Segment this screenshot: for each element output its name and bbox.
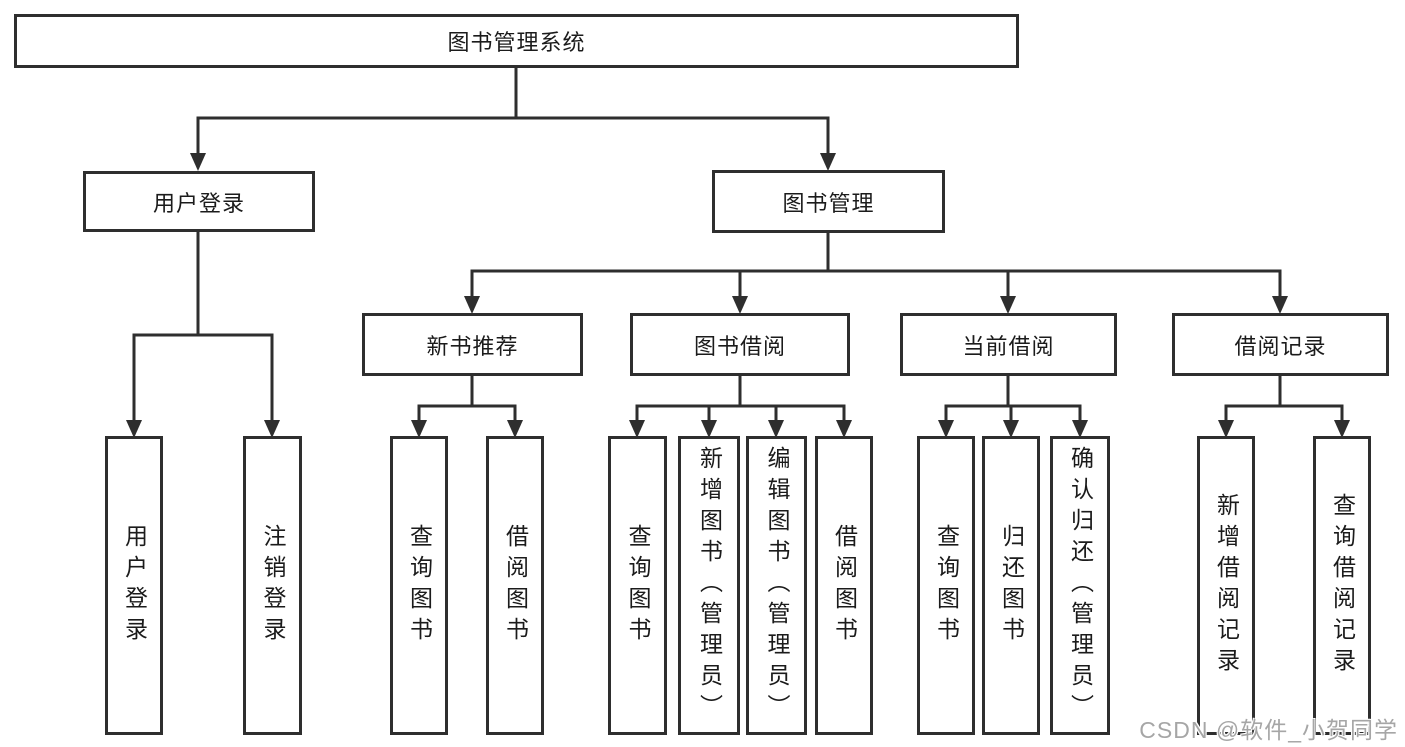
node-borrow-records-label: 借阅记录	[1234, 333, 1327, 359]
leaf-logout: 注销登录	[243, 436, 302, 735]
node-new-book-recommend: 新书推荐	[362, 313, 583, 376]
leaf-borrow-edit-admin: 编辑图书（管理员）	[746, 436, 807, 735]
leaf-newbooks-borrow: 借阅图书	[486, 436, 544, 735]
node-borrow-records: 借阅记录	[1172, 313, 1389, 376]
node-book-borrow-label: 图书借阅	[693, 333, 786, 359]
node-user-login: 用户登录	[83, 171, 315, 232]
leaf-borrow-add-admin-label: 新增图书（管理员）	[696, 446, 723, 725]
leaf-borrow-query-label: 查询图书	[625, 523, 651, 648]
leaf-current-query: 查询图书	[917, 436, 975, 735]
leaf-newbooks-borrow-label: 借阅图书	[502, 523, 529, 648]
leaf-current-confirm-admin-label: 确认归还（管理员）	[1067, 446, 1094, 725]
leaf-newbooks-query: 查询图书	[390, 436, 448, 735]
leaf-borrow-book: 借阅图书	[815, 436, 873, 735]
leaf-current-query-label: 查询图书	[933, 523, 960, 648]
leaf-logout-label: 注销登录	[260, 523, 286, 648]
node-new-book-recommend-label: 新书推荐	[426, 333, 519, 359]
leaf-newbooks-query-label: 查询图书	[406, 523, 433, 648]
node-root: 图书管理系统	[14, 14, 1019, 68]
node-root-label: 图书管理系统	[447, 30, 586, 55]
leaf-user-login: 用户登录	[105, 436, 163, 735]
leaf-records-add: 新增借阅记录	[1197, 436, 1255, 735]
leaf-current-return-label: 归还图书	[998, 523, 1025, 648]
node-current-borrow: 当前借阅	[900, 313, 1117, 376]
node-current-borrow-label: 当前借阅	[962, 333, 1055, 359]
leaf-borrow-book-label: 借阅图书	[831, 523, 858, 648]
leaf-records-query: 查询借阅记录	[1313, 436, 1371, 735]
node-book-management-label: 图书管理	[782, 190, 875, 216]
node-book-borrow: 图书借阅	[630, 313, 850, 376]
leaf-borrow-query: 查询图书	[608, 436, 667, 735]
leaf-records-add-label: 新增借阅记录	[1213, 492, 1240, 679]
leaf-user-login-label: 用户登录	[121, 523, 148, 648]
leaf-records-query-label: 查询借阅记录	[1329, 492, 1356, 679]
node-user-login-label: 用户登录	[152, 190, 245, 216]
leaf-borrow-edit-admin-label: 编辑图书（管理员）	[764, 446, 790, 725]
leaf-borrow-add-admin: 新增图书（管理员）	[678, 436, 740, 735]
watermark: CSDN @软件_小贺同学	[1139, 717, 1398, 743]
node-book-management: 图书管理	[712, 170, 945, 233]
leaf-current-confirm-admin: 确认归还（管理员）	[1050, 436, 1110, 735]
leaf-current-return: 归还图书	[982, 436, 1040, 735]
